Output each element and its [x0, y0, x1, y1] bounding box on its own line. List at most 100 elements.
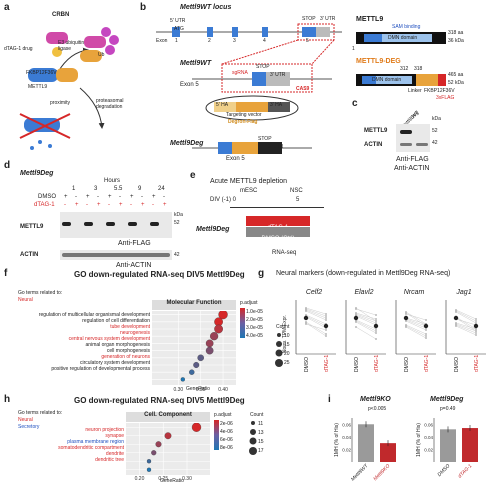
locus-diagram: [156, 23, 342, 154]
g-pair-line: [355, 321, 377, 334]
i-p2: p=0.49: [440, 406, 456, 412]
g-mean: [373, 323, 379, 329]
d-blot-flag: [60, 212, 172, 238]
proximity-label: proximity: [50, 100, 71, 106]
degradation-label: proteasomal degradation: [96, 98, 124, 110]
g-pair-line: [405, 318, 427, 327]
prot-target-label: FKBP12F36V: [26, 70, 57, 76]
g-point: [375, 322, 377, 324]
e-rnaseq: RNA-seq: [272, 250, 297, 256]
i-bar: [462, 428, 478, 462]
plot-background: [152, 311, 236, 385]
d-title: Mettl9Deg: [20, 170, 54, 177]
i-ytick: 0.06: [424, 422, 433, 427]
g-point: [375, 320, 377, 322]
g-gene-label: Jag1: [455, 289, 471, 296]
g-mean: [353, 315, 359, 321]
dom-label-1: DMN domain: [388, 35, 418, 41]
g-pair-line: [405, 320, 427, 331]
d-m2: 42: [174, 252, 180, 258]
linker-label: Linker: [408, 88, 422, 94]
panel-label-e: e: [190, 170, 196, 181]
deg-label: Mettl9Deg: [170, 140, 204, 147]
utr5-label: 5' UTR: [170, 18, 186, 24]
g-mean: [473, 323, 479, 329]
h-padj-title: p.adjust: [214, 412, 232, 418]
g-point: [475, 320, 477, 322]
g-pair-line: [405, 326, 427, 339]
d-signs: +- +- +- +- +- -+ -+ -+ -+ -+: [64, 194, 167, 208]
dot-point: [146, 459, 152, 464]
prot-sub-label: METTL9: [28, 84, 48, 90]
sam-label-1: SAM binding: [392, 24, 421, 30]
g-xlabel: DMSO: [304, 357, 310, 372]
stop-label-3: STOP: [258, 136, 272, 142]
panel-label-h: h: [4, 394, 11, 405]
e-dtag-bar: dTAG-1: [246, 216, 310, 231]
g-pair-line: [455, 323, 477, 332]
h-count-circles: [249, 421, 257, 455]
g-xlabel: dTAG-1: [474, 355, 480, 372]
flag-label: 3xFLAG: [436, 95, 455, 101]
i-ytick: 0.02: [342, 447, 351, 452]
dot-point: [180, 377, 185, 382]
locus-title: Mettl9WT locus: [180, 4, 232, 11]
dtag-drug-label: dTAG-1 drug: [4, 46, 33, 52]
g-point: [325, 329, 327, 331]
fkbp-label: FKBP12F36V: [424, 88, 455, 94]
degron-schematic: [19, 27, 119, 150]
n2-label: 312: [400, 66, 409, 72]
g-pair-line: [305, 316, 327, 329]
h-category-labels: neuron projection synapse plasma membran…: [58, 427, 124, 463]
g-xlabel: DMSO: [354, 357, 360, 372]
g-point: [475, 322, 477, 324]
g-point: [325, 319, 327, 321]
g-pair-line: [455, 310, 477, 322]
g-point: [325, 333, 327, 335]
f-padj-bar: [240, 308, 245, 338]
g-mean: [453, 315, 459, 321]
g-point: [375, 330, 377, 332]
h-count-title: Count: [250, 412, 264, 418]
i-ytick: 0.04: [424, 435, 433, 440]
g-gene-label: Celf2: [306, 289, 322, 296]
n3-label: 318: [414, 66, 423, 72]
g-pair-line: [305, 310, 327, 321]
g-pair-line: [355, 315, 377, 326]
g-pair-line: [355, 319, 377, 330]
g-pair-line: [305, 308, 327, 317]
g-point: [455, 311, 457, 313]
d-kda: kDa: [174, 212, 183, 218]
protein-deg-bar: [356, 74, 446, 86]
dot-point: [146, 467, 152, 472]
dot-point: [210, 332, 219, 341]
g-gene-label: Elavl2: [354, 289, 373, 296]
g-point: [405, 320, 407, 322]
d-row2: ACTIN: [20, 252, 39, 258]
utr3-label-2: 3' UTR: [270, 72, 286, 78]
stop-label-2: STOP: [256, 64, 270, 70]
c-m1: 52: [432, 128, 438, 134]
aa-deg: 465 aa: [448, 72, 464, 78]
g-point: [475, 330, 477, 332]
d-blot-actin: [60, 250, 172, 260]
g-point: [375, 332, 377, 334]
c-row2: ACTIN: [364, 142, 383, 148]
f-neural: Neural: [18, 297, 33, 303]
atg-label: ATG: [174, 26, 184, 32]
g-point: [455, 325, 457, 327]
g-xlabel: DMSO: [404, 357, 410, 372]
g-point: [425, 329, 427, 331]
dot-point: [218, 311, 228, 320]
x-tick-label: 0.35: [196, 387, 206, 393]
e-title: Acute METTL9 depletion: [210, 178, 288, 185]
g-pair-line: [355, 320, 377, 332]
c-ab2: Anti-ACTIN: [394, 165, 430, 172]
g-gene-label: Nrcam: [404, 289, 425, 296]
kd-wt: 36 kDa: [448, 38, 464, 44]
dot-point: [164, 432, 172, 440]
